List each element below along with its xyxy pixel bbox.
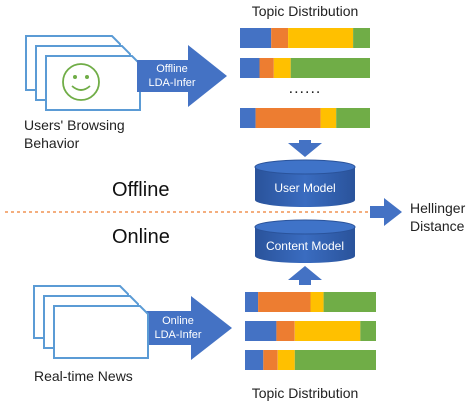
browsing-label-line2: Behavior: [24, 135, 80, 151]
top-bar-3-segment-1: [240, 108, 256, 128]
smiley-face-icon: [62, 63, 100, 101]
top-topic-distribution-title: Topic Distribution: [252, 3, 359, 19]
bottom-bar-1-segment-4: [323, 292, 376, 312]
online-label: Online: [112, 226, 170, 248]
real-time-news-label: Real-time News: [34, 368, 133, 384]
bottom-bar-2-segment-3: [294, 321, 361, 341]
bottom-bar-1-segment-2: [258, 292, 311, 312]
user-model-cylinder: [254, 159, 356, 207]
top-bar-2-segment-3: [273, 58, 291, 78]
user-model-label: User Model: [274, 181, 335, 195]
browsing-label-line1: Users' Browsing: [24, 117, 125, 133]
online-lda-arrow: [140, 296, 232, 360]
bottom-topic-distribution-title: Topic Distribution: [252, 385, 359, 401]
right-arrow-icon: [370, 198, 402, 226]
offline-lda-arrow: [137, 45, 227, 107]
online-arrow-label-line2: LDA-Infer: [154, 329, 201, 341]
bottom-bar-2-segment-2: [276, 321, 295, 341]
top-bar-2-segment-4: [290, 58, 370, 78]
news-page-front: [53, 305, 149, 359]
online-arrow-label-line1: Online: [162, 315, 194, 327]
top-bar-1-segment-1: [240, 28, 272, 48]
browsing-docs-stack: [25, 35, 141, 111]
bottom-bar-3-segment-4: [294, 350, 376, 370]
top-bar-2-segment-2: [259, 58, 274, 78]
hellinger-label-line2: Distance: [410, 218, 465, 234]
down-arrow-icon: [288, 140, 322, 157]
bottom-bar-3-segment-3: [277, 350, 295, 370]
top-bar-1-segment-4: [353, 28, 370, 48]
offline-label: Offline: [112, 179, 169, 201]
top-topic-bars: [240, 28, 370, 128]
offline-arrow-label-line1: Offline: [156, 63, 188, 75]
top-bar-1-segment-2: [271, 28, 289, 48]
bottom-bar-2-segment-1: [245, 321, 277, 341]
top-bar-3-segment-4: [336, 108, 370, 128]
top-bar-3-segment-2: [255, 108, 321, 128]
top-bar-1-segment-3: [288, 28, 354, 48]
content-model-label: Content Model: [266, 239, 344, 253]
offline-arrow-label-line2: LDA-Infer: [148, 77, 195, 89]
bottom-bar-3-segment-1: [245, 350, 264, 370]
top-bar-2-segment-1: [240, 58, 260, 78]
top-bar-3-segment-3: [320, 108, 337, 128]
up-arrow-icon: [288, 266, 322, 285]
news-docs-stack: [33, 285, 149, 359]
bottom-bar-3-segment-2: [263, 350, 278, 370]
bottom-bar-1-segment-1: [245, 292, 259, 312]
content-model-cylinder: [254, 219, 356, 263]
bottom-bar-1-segment-3: [310, 292, 324, 312]
doc-page-front: [45, 55, 141, 111]
bars-ellipsis: ......: [289, 80, 322, 97]
hellinger-label-line1: Hellinger: [410, 200, 466, 216]
bottom-bar-2-segment-4: [360, 321, 376, 341]
bottom-topic-bars: [245, 292, 376, 370]
